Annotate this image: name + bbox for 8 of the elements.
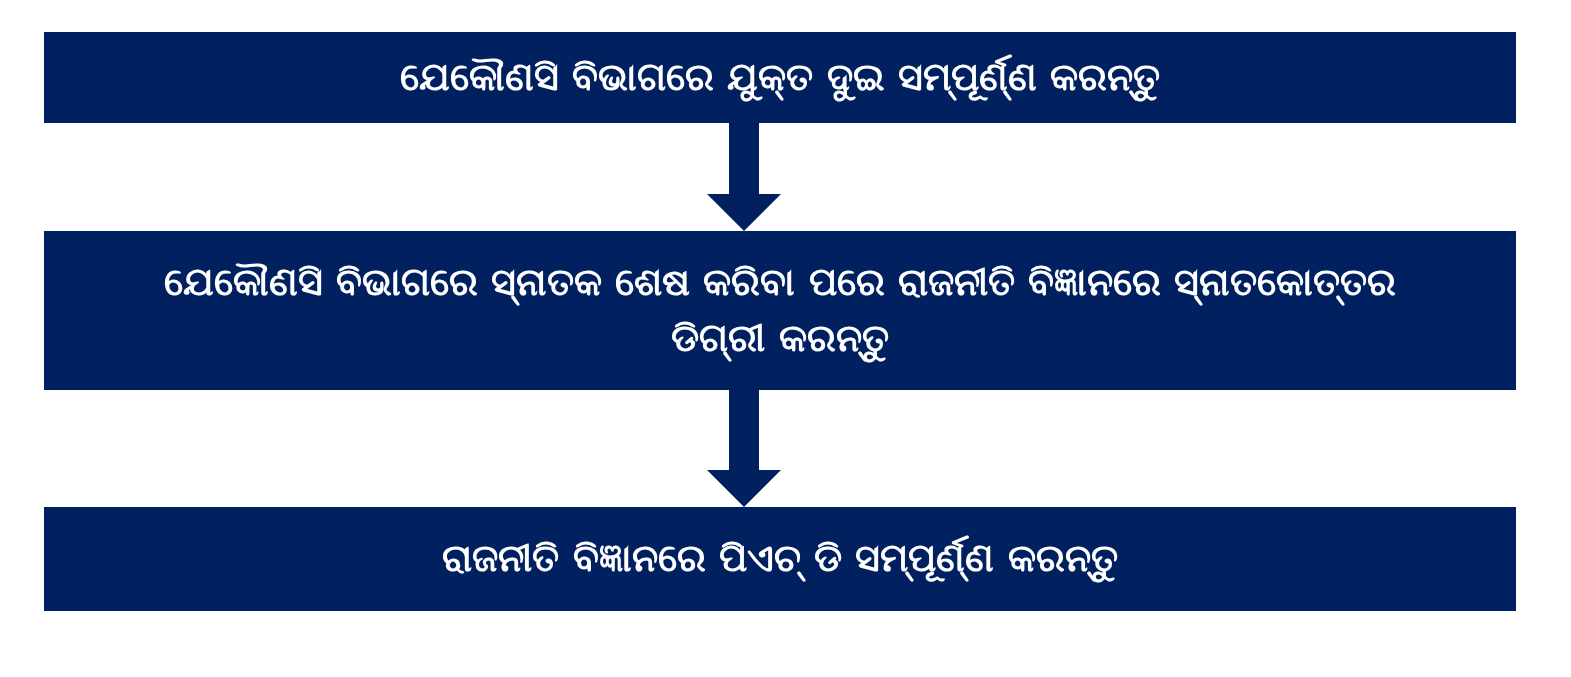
- process-box: [44, 507, 1516, 611]
- box-label: ଯେକୌଣସି ବିଭାଗରେ ସ୍ନାତକ ଶେଷ କରିବା ପରେ ରାଜନୀତି ବିଜ୍ଞାନରେ ସ୍ନାତକୋତ୍ତର ଡିଗ୍ରୀ କରନ୍ତୁ: [124, 255, 1436, 366]
- arrow: [707, 390, 781, 507]
- box-label: ରାଜନୀତି ବିଜ୍ଞାନରେ ପିଏଚ୍ ଡି ସମ୍ପୂର୍ଣ୍ଣ କରନ୍ତୁ: [442, 534, 1118, 585]
- process-box: [44, 231, 1516, 390]
- arrow: [707, 123, 781, 231]
- box-label: ଯେକୌଣସି ବିଭାଗରେ ଯୁକ୍ତ ଦୁଇ ସମ୍ପୂର୍ଣ୍ଣ କରନ୍ତୁ: [399, 49, 1161, 106]
- process-box: [44, 32, 1516, 123]
